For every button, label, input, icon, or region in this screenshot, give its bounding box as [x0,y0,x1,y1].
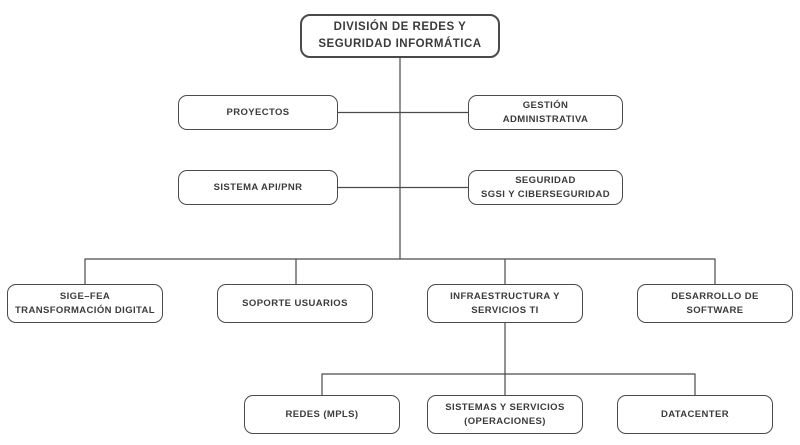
org-node-division: DIVISIÓN DE REDES Y SEGURIDAD INFORMÁTIC… [300,14,500,58]
org-node-soporte-usuarios: SOPORTE USUARIOS [217,284,373,323]
org-node-infraestructura: INFRAESTRUCTURA Y SERVICIOS TI [427,284,583,323]
org-node-division-label: DIVISIÓN DE REDES Y SEGURIDAD INFORMÁTIC… [318,20,482,50]
org-node-sige-fea-label: SIGE–FEA TRANSFORMACIÓN DIGITAL [14,290,156,316]
org-node-gestion-administrativa: GESTIÓN ADMINISTRATIVA [468,95,623,130]
org-node-proyectos: PROYECTOS [178,95,338,130]
org-node-seguridad-sgsi-label: SEGURIDAD SGSI Y CIBERSEGURIDAD [481,174,610,200]
org-node-sistemas-servicios-label: SISTEMAS Y SERVICIOS (OPERACIONES) [445,401,565,427]
org-node-sistema-api-pnr-label: SISTEMA API/PNR [213,181,303,193]
org-node-desarrollo-software: DESARROLLO DE SOFTWARE [637,284,793,323]
org-node-infraestructura-label: INFRAESTRUCTURA Y SERVICIOS TI [450,290,560,316]
manifold-level4 [84,258,716,284]
org-node-sistemas-servicios: SISTEMAS Y SERVICIOS (OPERACIONES) [427,395,583,434]
manifold-level5 [321,373,696,395]
org-node-sistema-api-pnr: SISTEMA API/PNR [178,170,338,205]
org-node-proyectos-label: PROYECTOS [226,106,290,118]
org-node-desarrollo-software-label: DESARROLLO DE SOFTWARE [671,290,759,316]
org-node-datacenter: DATACENTER [617,395,773,434]
org-node-redes-mpls: REDES (MPLS) [244,395,400,434]
org-node-gestion-administrativa-label: GESTIÓN ADMINISTRATIVA [502,99,589,125]
org-node-sige-fea: SIGE–FEA TRANSFORMACIÓN DIGITAL [7,284,163,323]
org-node-redes-mpls-label: REDES (MPLS) [285,408,359,420]
org-node-seguridad-sgsi: SEGURIDAD SGSI Y CIBERSEGURIDAD [468,170,623,205]
org-node-datacenter-label: DATACENTER [660,408,730,420]
org-node-soporte-usuarios-label: SOPORTE USUARIOS [242,297,348,309]
